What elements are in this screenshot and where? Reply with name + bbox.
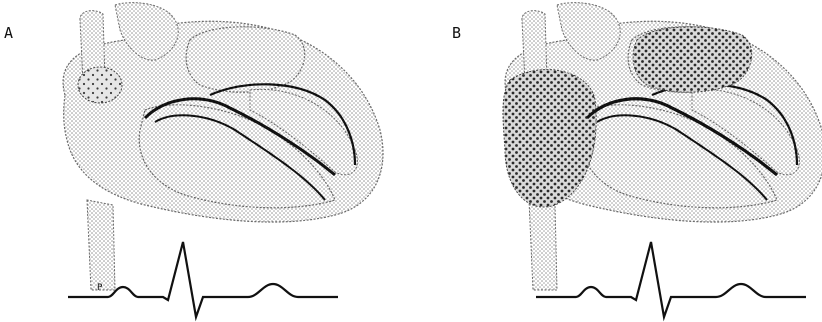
ecg-trace-b xyxy=(536,242,806,317)
p-wave-label: P xyxy=(97,283,103,293)
heart-illustration-a xyxy=(63,3,383,290)
panel-a: A P xyxy=(4,3,383,317)
panel-label-a: A xyxy=(4,24,13,42)
panel-b: B xyxy=(452,3,822,317)
panel-label-b: B xyxy=(452,24,461,42)
heart-illustration-b xyxy=(503,3,822,290)
